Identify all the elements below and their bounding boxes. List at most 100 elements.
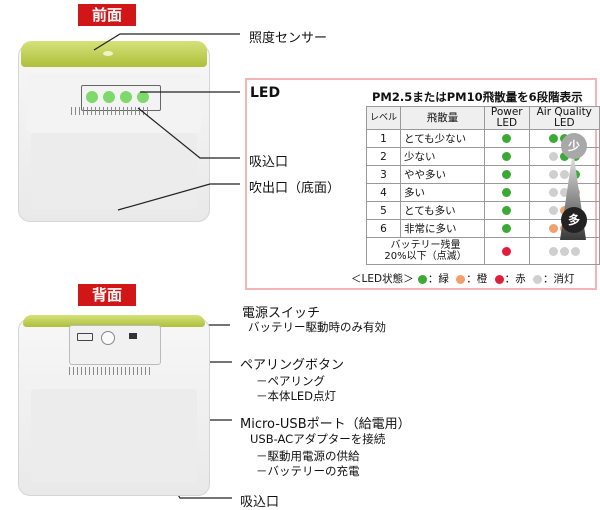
green-top-cap-back [23, 315, 205, 327]
aq-led-dot [548, 170, 558, 179]
power-led-dot [502, 134, 512, 143]
state-green-label: ：緑 [427, 273, 449, 285]
intake-grille [71, 107, 151, 115]
scale-bottom-circle: 多 [561, 207, 587, 233]
back-intake-grille [69, 367, 151, 375]
state-off-label: ：消灯 [542, 273, 575, 285]
intake-leader [137, 107, 240, 159]
front-device [18, 41, 210, 222]
usb-note-2: －駆動用電源の供給 [256, 449, 360, 463]
state-red-dot [494, 274, 504, 284]
pairing-button[interactable] [101, 331, 115, 345]
power-led-dot [502, 152, 512, 161]
state-legend-prefix: ＜LED状態＞ [351, 273, 414, 285]
power-led-dot [502, 206, 512, 215]
battery-label-2: 20%以下（点滅） [384, 251, 467, 262]
power-led-cell [483, 183, 530, 202]
back-intake-label: 吸込口 [240, 495, 280, 510]
front-face-lower [31, 133, 197, 209]
back-panel [69, 325, 161, 365]
aq-led-cell [528, 165, 600, 184]
back-header: 背面 [78, 284, 136, 306]
power-led-cell [483, 201, 530, 220]
power-switch[interactable] [129, 333, 137, 339]
led-state-legend: ＜LED状態＞ ：緑 ：橙 ：赤 ：消灯 [351, 271, 574, 286]
level-number: 2 [365, 147, 402, 166]
state-off-dot [532, 274, 542, 284]
level-amount: 多い [400, 183, 485, 202]
col-aq-led-line2: LED [553, 117, 575, 129]
power-switch-note: バッテリー駆動時のみ有効 [248, 320, 386, 334]
power-led-cell [483, 147, 530, 166]
light-sensor-label: 照度センサー [249, 31, 328, 46]
aq-led-dot [559, 152, 569, 161]
power-led-dot [502, 224, 512, 233]
col-level: レベル [365, 106, 402, 130]
level-number: 1 [365, 129, 402, 148]
level-number: 6 [365, 219, 402, 238]
light-sensor-dot [103, 51, 113, 56]
front-face-upper [27, 73, 201, 133]
front-intake-label: 吸込口 [249, 155, 289, 170]
pairing-note-1: －ペアリング [256, 374, 325, 388]
col-amount: 飛散量 [400, 106, 485, 130]
aq-led-dot [548, 206, 558, 215]
green-top-cap [21, 41, 207, 67]
led-light-1 [86, 91, 98, 103]
back-face-lower [31, 389, 197, 483]
front-header: 前面 [78, 4, 136, 26]
led-light-2 [103, 91, 115, 103]
aq-led-dot [559, 188, 569, 197]
outlet-leader [117, 183, 240, 211]
level-amount: 少ない [400, 147, 485, 166]
state-orange-dot [456, 274, 466, 284]
state-green-dot [417, 274, 427, 284]
scale-top-circle: 少 [561, 133, 587, 159]
level-amount: 非常に多い [400, 219, 485, 238]
power-led-cell [483, 219, 530, 238]
battery-aq-dot [548, 246, 558, 256]
aq-led-dot [548, 224, 558, 233]
level-number: 4 [365, 183, 402, 202]
usb-note-3: －バッテリーの充電 [256, 464, 360, 478]
power-switch-label: 電源スイッチ [242, 306, 321, 321]
legend-title: PM2.5またはPM10飛散量を6段階表示 [372, 90, 583, 104]
battery-aq-dot [559, 246, 569, 256]
light-sensor-leader [93, 33, 240, 51]
aq-led-cell [528, 183, 600, 202]
level-number: 5 [365, 201, 402, 220]
col-power-led-line1: Power [490, 106, 523, 118]
led-light-4 [137, 91, 149, 103]
aq-led-dot [559, 170, 569, 179]
outlet-label: 吹出口（底面） [249, 181, 341, 196]
aq-led-dot [548, 188, 558, 197]
back-device [18, 315, 210, 496]
aq-led-dot [548, 152, 558, 161]
aq-led-dot [548, 134, 558, 143]
power-led-dot [502, 188, 512, 197]
led-label: LED [250, 85, 281, 101]
power-led-cell [483, 165, 530, 184]
level-number: 3 [365, 165, 402, 184]
battery-aq-cell [528, 237, 600, 265]
battery-power-cell [483, 237, 530, 265]
state-orange-label: ：橙 [466, 273, 488, 285]
usb-port-label: Micro-USBポート（給電用） [240, 417, 411, 432]
state-red-label: ：赤 [504, 273, 526, 285]
pairing-button-label: ペアリングボタン [240, 358, 345, 373]
battery-aq-dot [570, 246, 580, 256]
power-led-dot [502, 170, 512, 179]
pairing-note-2: －本体LED点灯 [256, 389, 337, 403]
micro-usb-port[interactable] [77, 333, 93, 341]
level-amount: やや多い [400, 165, 485, 184]
battery-power-dot [502, 246, 512, 256]
